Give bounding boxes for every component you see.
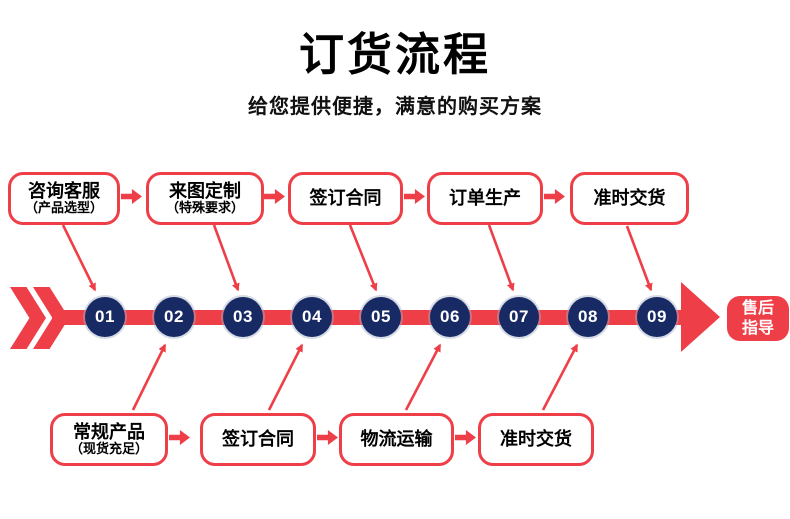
step-circle-04: 04 [292, 297, 332, 337]
process-box-title: 准时交货 [593, 188, 666, 209]
step-circle-02: 02 [154, 297, 194, 337]
page-title: 订货流程 [298, 29, 491, 80]
process-box-title: 来图定制 [169, 180, 241, 201]
process-box-regular-products: 常规产品 （现货充足） [50, 413, 168, 466]
step-circle-05: 05 [361, 297, 401, 337]
step-circle-06: 06 [430, 297, 470, 337]
process-box-note: （产品选型） [24, 200, 103, 216]
process-box-title: 签订合同 [309, 188, 382, 209]
right-arrow-icon [121, 189, 142, 204]
process-box-logistics: 物流运输 [339, 413, 454, 466]
right-arrow-icon [264, 189, 285, 204]
process-box-ontime-delivery-bottom: 准时交货 [478, 413, 594, 466]
process-box-title: 常规产品 [73, 421, 145, 442]
after-sales-badge-line1: 售后 [741, 299, 774, 317]
process-box-title: 订单生产 [449, 188, 521, 209]
process-box-sign-contract-top: 签订合同 [288, 172, 403, 225]
right-arrow-icon [455, 430, 476, 445]
process-box-note: （特殊要求） [165, 200, 244, 216]
process-box-custom-design: 来图定制 （特殊要求） [146, 172, 264, 225]
step-circle-01: 01 [85, 297, 125, 337]
process-box-ontime-delivery-top: 准时交货 [570, 172, 689, 225]
step-circle-09: 09 [637, 297, 677, 337]
step-circle-07: 07 [499, 297, 539, 337]
right-arrow-icon [544, 189, 565, 204]
step-circle-08: 08 [568, 297, 608, 337]
after-sales-badge-line2: 指导 [741, 319, 774, 337]
timeline-arrowhead-icon [681, 282, 720, 352]
page-subtitle: 给您提供便捷，满意的购买方案 [248, 96, 542, 118]
process-box-title: 准时交货 [500, 429, 572, 450]
after-sales-badge: 售后 指导 [727, 296, 789, 341]
process-box-title: 咨询客服 [28, 180, 100, 201]
right-arrow-icon [169, 430, 190, 445]
process-box-title: 签订合同 [222, 429, 294, 450]
process-box-consult: 咨询客服 （产品选型） [8, 172, 120, 225]
process-box-sign-contract-bottom: 签订合同 [200, 413, 316, 466]
step-circle-03: 03 [223, 297, 263, 337]
process-box-title: 物流运输 [360, 429, 433, 450]
process-box-note: （现货充足） [69, 441, 148, 457]
process-box-order-production: 订单生产 [427, 172, 543, 225]
right-arrow-icon [317, 430, 338, 445]
right-arrow-icon [404, 189, 425, 204]
